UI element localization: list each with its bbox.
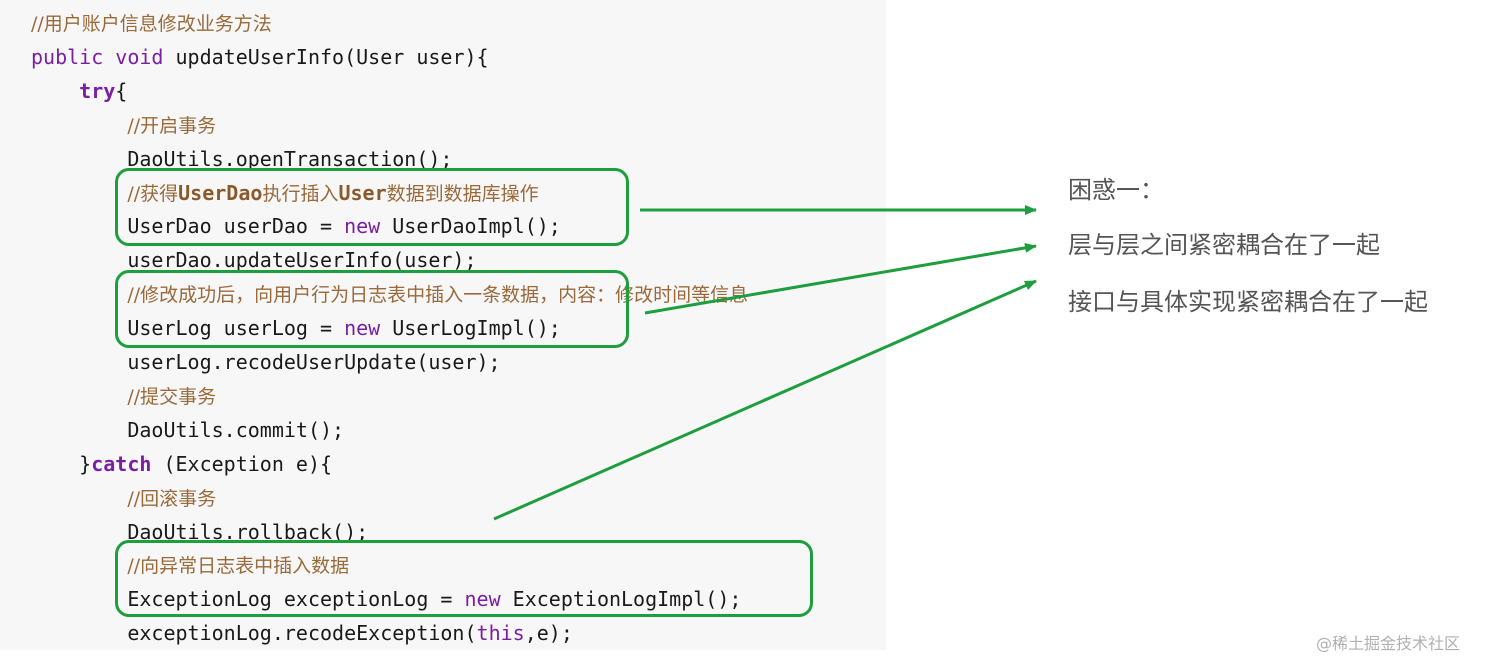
arrow-userlog-to-note (644, 242, 1037, 315)
code-token: UserLog userLog = (31, 316, 345, 341)
code-token: (Exception e){ (151, 451, 333, 476)
code-token: userLog.recodeUserUpdate(user); (31, 350, 501, 374)
code-line: //用户账户信息修改业务方法 (31, 6, 272, 40)
code-token: ExceptionLogImpl(); (500, 587, 742, 612)
code-token: new (464, 587, 501, 612)
note-title: 困惑一： (1068, 176, 1164, 204)
code-line: ExceptionLog exceptionLog = new Exceptio… (31, 582, 741, 616)
watermark: @稀土掘金技术社区 (1316, 634, 1461, 653)
code-line: try{ (31, 74, 127, 108)
code-token: new (344, 316, 381, 341)
code-line: //向异常日志表中插入数据 (31, 548, 349, 582)
code-line: UserLog userLog = new UserLogImpl(); (31, 311, 561, 345)
code-line: exceptionLog.recodeException(this,e); (31, 616, 573, 650)
code-token: this (476, 621, 525, 646)
code-token: { (115, 78, 128, 103)
highlight-box-exceptionlog (115, 540, 813, 617)
highlight-box-userlog (115, 270, 629, 348)
code-line: //提交事务 (31, 379, 216, 413)
code-line: DaoUtils.commit(); (31, 413, 344, 447)
code-token: new (344, 214, 381, 239)
note-line-layer-coupling: 层与层之间紧密耦合在了一起 (1068, 231, 1380, 259)
code-line: UserDao userDao = new UserDaoImpl(); (31, 209, 561, 243)
code-token: //开启事务 (127, 114, 217, 137)
code-token: ,e); (524, 621, 573, 646)
code-line: }catch (Exception e){ (31, 447, 332, 481)
code-line: //开启事务 (31, 108, 216, 142)
code-line: //修改成功后，向用户行为日志表中插入一条数据，内容：修改时间等信息 (31, 277, 748, 311)
code-token: //修改成功后，向用户行为日志表中插入一条数据，内容：修改时间等信息 (127, 284, 749, 307)
code-line: userDao.updateUserInfo(user); (31, 243, 477, 277)
code-line: DaoUtils.rollback(); (31, 515, 368, 549)
code-token: //向异常日志表中插入数据 (127, 555, 350, 578)
code-token: exceptionLog.recodeException( (31, 621, 477, 646)
code-token: 执行插入 (262, 182, 339, 205)
code-line: //回滚事务 (31, 481, 216, 515)
code-token: try (79, 78, 116, 103)
code-token: userDao.updateUserInfo(user); (31, 248, 477, 273)
code-line: DaoUtils.openTransaction(); (31, 142, 452, 176)
arrow-exceptionlog-to-note (493, 279, 1037, 521)
code-token: //获得 (127, 182, 179, 205)
code-token: UserDaoImpl(); (380, 214, 561, 239)
highlight-box-userdao (115, 168, 629, 246)
code-token: catch (91, 451, 152, 476)
code-token: DaoUtils.rollback(); (31, 519, 369, 544)
note-line-interface-coupling: 接口与具体实现紧密耦合在了一起 (1068, 288, 1428, 316)
code-line: userLog.recodeUserUpdate(user); (31, 345, 501, 379)
code-token: ExceptionLog exceptionLog = (31, 587, 465, 612)
code-token: DaoUtils.openTransaction(); (31, 146, 453, 171)
code-token: updateUserInfo(User user){ (175, 44, 489, 69)
code-token: } (31, 451, 92, 476)
code-token: //用户账户信息修改业务方法 (31, 13, 272, 35)
code-line: public void updateUserInfo(User user){ (31, 40, 489, 74)
code-token: DaoUtils.commit(); (31, 417, 345, 442)
code-token: //提交事务 (127, 385, 217, 408)
code-token: UserDao userDao = (31, 214, 345, 239)
code-line: //获得UserDao执行插入User数据到数据库操作 (31, 176, 539, 210)
code-token: public void (31, 44, 176, 69)
code-token: 数据到数据库操作 (386, 182, 539, 205)
code-token: User (338, 180, 387, 205)
code-token: UserLogImpl(); (380, 316, 561, 341)
code-token: UserDao (178, 180, 263, 205)
code-token: //回滚事务 (127, 487, 217, 510)
code-panel: //用户账户信息修改业务方法 public void updateUserInfo… (31, 6, 813, 650)
